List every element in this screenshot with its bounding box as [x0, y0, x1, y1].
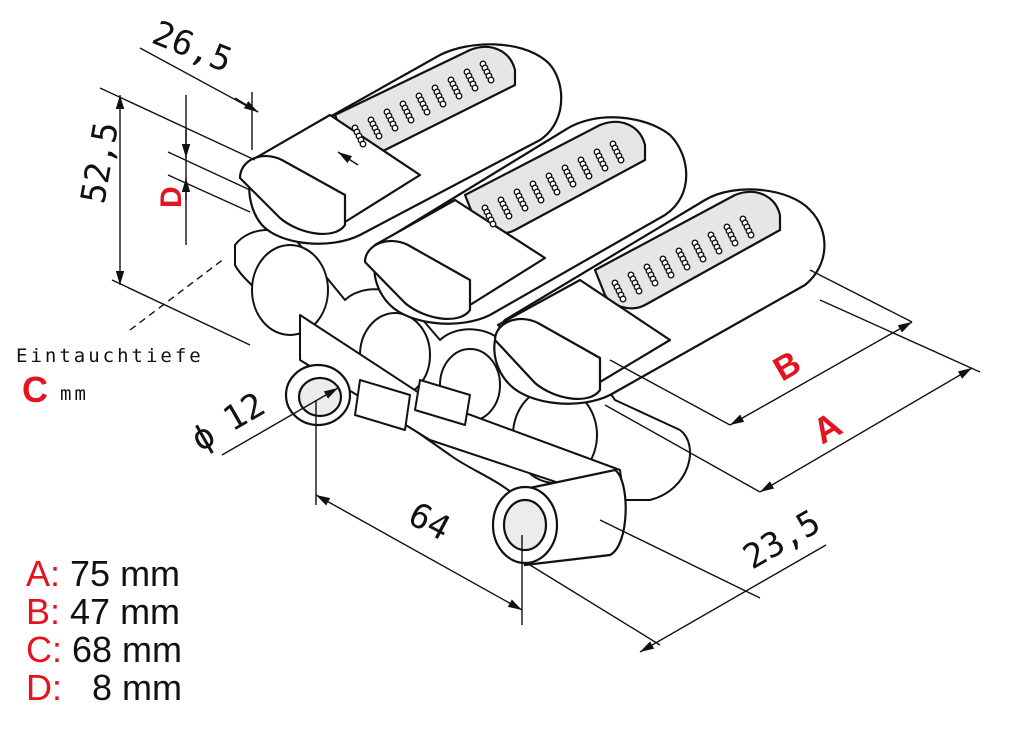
mm-unit: mm: [60, 383, 89, 405]
pad-hole: [407, 116, 415, 124]
legend-key: D:: [26, 667, 62, 708]
pad-hole: [487, 76, 495, 84]
pad-hole: [569, 180, 577, 188]
pad-hole: [537, 196, 545, 204]
pad-hole: [391, 124, 399, 132]
pad-hole: [553, 188, 561, 196]
legend-row-a: A: 75 mm: [26, 555, 182, 593]
pad-hole: [683, 263, 691, 271]
pad-hole: [471, 84, 479, 92]
pad-hole: [439, 100, 447, 108]
legend-value: 75 mm: [60, 553, 181, 594]
pad-hole: [667, 271, 675, 279]
pad-hole: [699, 255, 707, 263]
pad-hole: [635, 287, 643, 295]
pad-hole: [619, 295, 627, 303]
dim-52-5: 52,5: [73, 119, 127, 207]
pad-hole-dots: [351, 60, 755, 303]
legend-value: 68 mm: [62, 629, 183, 670]
pin-left: [284, 363, 352, 427]
legend-value: 47 mm: [60, 591, 181, 632]
pad-hole: [617, 156, 625, 164]
label-b: B: [767, 344, 807, 389]
pad-module-3: [493, 188, 826, 405]
legend-row-d: D: 8 mm: [26, 669, 182, 707]
chain-body: [234, 229, 691, 506]
phi-symbol: ϕ: [185, 415, 223, 460]
legend-key: B:: [26, 591, 61, 632]
pad-hole: [585, 172, 593, 180]
pad-hole: [505, 212, 513, 220]
legend-key: C:: [26, 629, 62, 670]
dimension-legend: A: 75 mm B: 47 mm C: 68 mm D: 8 mm: [26, 555, 182, 707]
pad-hole: [715, 247, 723, 255]
pad-hole: [489, 220, 497, 228]
dim-23-5: 23,5: [737, 502, 828, 578]
pad-hole: [375, 132, 383, 140]
legend-key: A:: [26, 553, 61, 594]
pad-hole: [521, 204, 529, 212]
dimension-lines: [99, 47, 981, 653]
legend-row-c: C: 68 mm: [26, 631, 182, 669]
pad-hole: [651, 279, 659, 287]
pad-hole: [747, 231, 755, 239]
legend-row-b: B: 47 mm: [26, 593, 182, 631]
pad-hole: [455, 92, 463, 100]
label-d: D: [155, 186, 188, 208]
legend-value: 8 mm: [62, 667, 183, 708]
pad-hole: [359, 140, 367, 148]
label-c: C: [22, 369, 48, 410]
eintauchtiefe-label: Eintauchtiefe: [16, 345, 204, 367]
pad-hole: [601, 164, 609, 172]
pad-hole: [423, 108, 431, 116]
pad-hole: [731, 239, 739, 247]
dim-26-5: 26,5: [147, 13, 238, 81]
dim-64: 64: [402, 495, 457, 550]
